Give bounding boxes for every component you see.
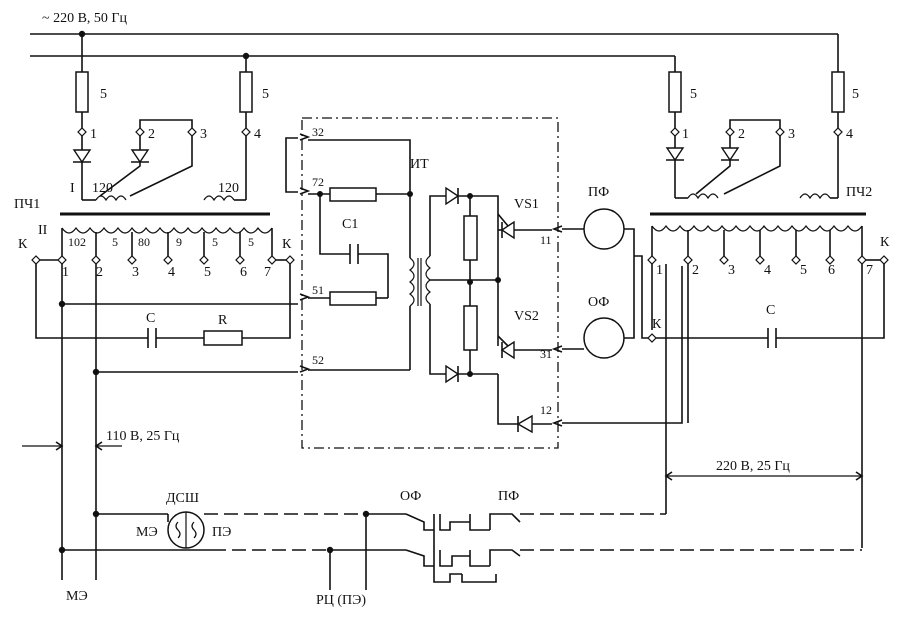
pin-label: 11	[540, 233, 552, 247]
tap-label: 5	[112, 235, 118, 249]
fuse-label: 5	[852, 87, 859, 102]
dssh-label: ДСШ	[166, 491, 199, 506]
voltage-110-label: 110 В, 25 Гц	[106, 429, 180, 444]
tap-label: 5	[248, 235, 254, 249]
diode-icon	[130, 149, 150, 164]
terminal-label: 4	[764, 263, 771, 278]
terminal-label: 3	[728, 263, 735, 278]
diode-icon	[72, 149, 92, 164]
tap-label: 9	[176, 235, 182, 249]
pch2-label: ПЧ2	[846, 185, 872, 200]
terminal-label: 1	[62, 265, 69, 280]
terminal-label: 3	[788, 127, 795, 142]
it-label: ИТ	[410, 157, 429, 172]
c1-label: С1	[342, 217, 358, 232]
resistor-label: R	[218, 313, 228, 328]
thyristor-vs1-icon	[500, 220, 515, 240]
terminal-label: 6	[240, 265, 247, 280]
winding-1-label: I	[70, 181, 75, 196]
terminal-label: 1	[90, 127, 97, 142]
terminal-label: 5	[204, 265, 211, 280]
me-motor-label: МЭ	[136, 525, 158, 540]
pin-label: 31	[540, 347, 552, 361]
thyristor-vs2-icon	[500, 340, 515, 360]
tap-label: 102	[68, 235, 86, 249]
resistor-sec-1	[463, 215, 478, 261]
fuse-right-2	[831, 71, 845, 113]
fuse-label: 5	[262, 87, 269, 102]
tap-label: 80	[138, 235, 150, 249]
rc-label: РЦ (ПЭ)	[316, 593, 366, 608]
diode-icon	[516, 414, 533, 434]
of-relay-coil	[583, 317, 625, 359]
terminal-label: 1	[656, 263, 663, 278]
terminal-label: 2	[738, 127, 745, 142]
k-label: К	[282, 237, 292, 252]
of-label: ОФ	[588, 295, 609, 310]
vs1-label: VS1	[514, 197, 539, 212]
pf-contact-label: ПФ	[498, 489, 519, 504]
tap-label: 5	[212, 235, 218, 249]
resistor-sec-2	[463, 305, 478, 351]
terminal-label: 3	[200, 127, 207, 142]
pch1-block: 5 5 1 2 3 4 I 120 120	[14, 71, 298, 580]
pin-label: 51	[312, 283, 324, 297]
phase-relays: ПФ ОФ	[562, 185, 683, 424]
k-label: К	[880, 235, 890, 250]
pe-motor-label: ПЭ	[212, 525, 231, 540]
supply-label: ~ 220 В, 50 Гц	[42, 11, 128, 26]
of-contact-label: ОФ	[400, 489, 421, 504]
capacitor-label: С	[766, 303, 775, 318]
terminal-label: 7	[866, 263, 873, 278]
resistor-72	[329, 187, 377, 202]
diode-icon	[445, 364, 460, 384]
pin-label: 12	[540, 403, 552, 417]
diode-icon	[665, 147, 685, 162]
fuse-label: 5	[100, 87, 107, 102]
k-label: К	[18, 237, 28, 252]
pch2-block: 5 5 1 2 3 4 ПЧ2	[634, 71, 890, 548]
terminal-label: 4	[168, 265, 175, 280]
tap-label: 120	[218, 181, 239, 196]
k-label: К	[652, 317, 662, 332]
winding-2-label: II	[38, 223, 48, 238]
terminal-label: 1	[682, 127, 689, 142]
pin-label: 72	[312, 175, 324, 189]
terminal-label: 7	[264, 265, 271, 280]
fuse-right-1	[668, 71, 682, 113]
terminal-label: 2	[148, 127, 155, 142]
pf-label: ПФ	[588, 185, 609, 200]
terminal-label: 5	[800, 263, 807, 278]
fuse-left-1	[75, 71, 89, 113]
resistor-51	[329, 291, 377, 306]
pch1-label: ПЧ1	[14, 197, 40, 212]
diode-icon	[445, 186, 460, 206]
terminal-label: 4	[846, 127, 853, 142]
voltage-markers: 110 В, 25 Гц 220 В, 25 Гц	[22, 429, 864, 481]
it-block: ИТ 32 72 51 52 С1	[285, 117, 563, 449]
pin-label: 32	[312, 125, 324, 139]
fuse-label: 5	[690, 87, 697, 102]
terminal-label: 6	[828, 263, 835, 278]
terminal-label: 2	[96, 265, 103, 280]
motor-circuit: ДСШ МЭ ПЭ ОФ ПФ	[58, 489, 862, 590]
resistor-r	[203, 330, 243, 346]
supply-lines	[30, 30, 839, 72]
diode-icon	[720, 147, 740, 162]
capacitor-label: С	[146, 311, 155, 326]
pf-relay-coil	[583, 208, 625, 250]
me-bottom-label: МЭ	[66, 589, 88, 604]
terminal-label: 2	[692, 263, 699, 278]
voltage-220-label: 220 В, 25 Гц	[716, 459, 790, 474]
vs2-label: VS2	[514, 309, 539, 324]
fuse-left-2	[239, 71, 253, 113]
terminal-label: 3	[132, 265, 139, 280]
terminal-label: 4	[254, 127, 261, 142]
pin-label: 52	[312, 353, 324, 367]
tap-label: 120	[92, 181, 113, 196]
